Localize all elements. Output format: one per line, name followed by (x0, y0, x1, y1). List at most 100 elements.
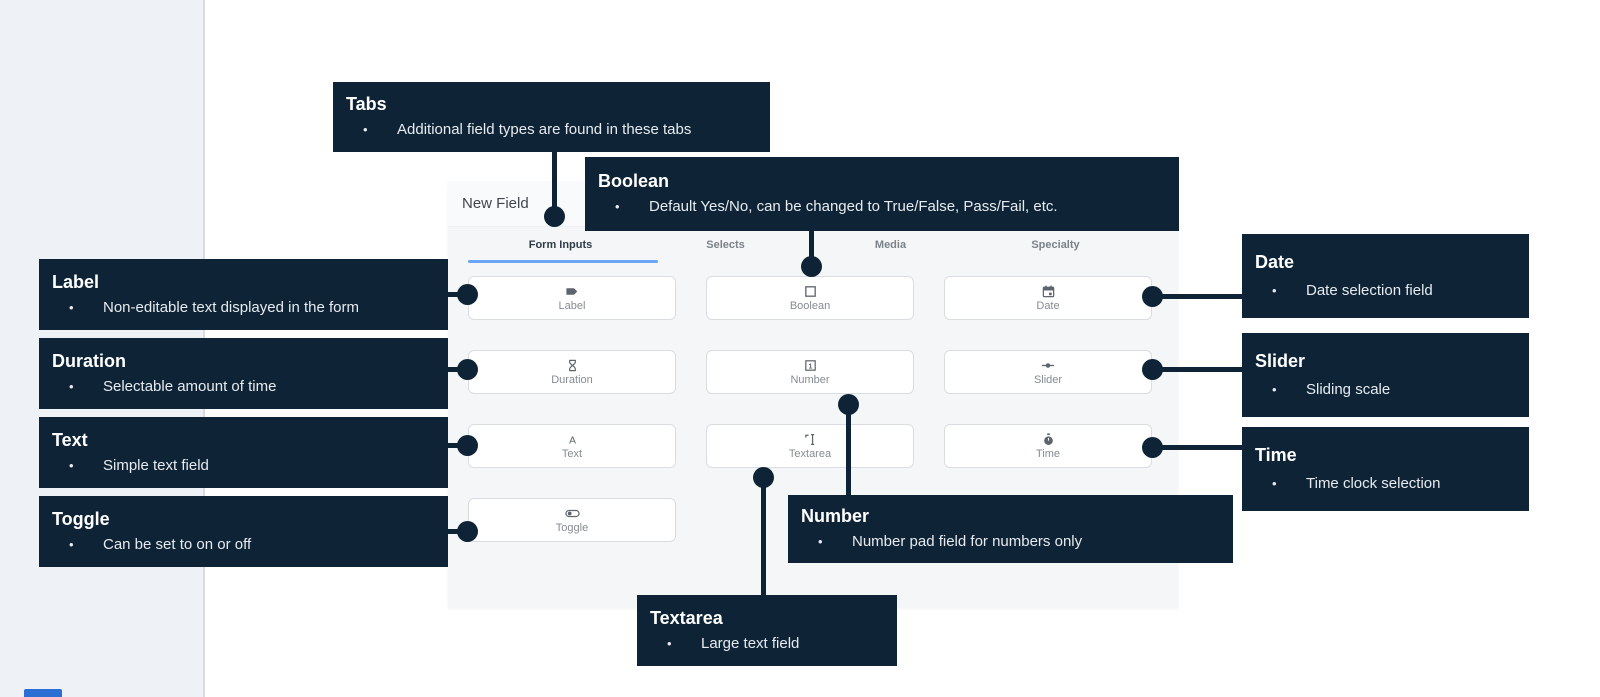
callout-bullet: • Number pad field for numbers only (801, 533, 1223, 550)
callout-bullet-text: Selectable amount of time (103, 377, 277, 395)
tab-selects[interactable]: Selects (706, 239, 745, 251)
callout-date: Date • Date selection field (1242, 234, 1529, 318)
connector-dot-slider (1142, 359, 1163, 380)
callout-bullet-text: Sliding scale (1306, 380, 1391, 398)
callout-bullet-text: Time clock selection (1306, 474, 1441, 492)
tag-icon (565, 284, 580, 299)
callout-number: Number • Number pad field for numbers onl… (788, 495, 1233, 563)
connector-line-date (1152, 294, 1244, 299)
connector-line-tabs (552, 150, 557, 217)
field-type-name: Number (790, 374, 830, 386)
field-type-name: Label (558, 300, 586, 312)
callout-title: Tabs (346, 94, 387, 114)
callout-bullet-text: Non-editable text displayed in the form (103, 298, 359, 316)
field-type-label[interactable]: Label (468, 276, 676, 320)
tab-form-inputs[interactable]: Form Inputs (528, 239, 593, 251)
number-one-box-icon: 1 (803, 358, 818, 373)
hourglass-icon (565, 358, 580, 373)
tabs-row: Form Inputs Selects Media Specialty (448, 226, 1178, 264)
field-type-slider[interactable]: Slider (944, 350, 1152, 394)
field-type-name: Date (1036, 300, 1060, 312)
callout-bullet-text: Number pad field for numbers only (852, 533, 1083, 550)
active-tab-underline (468, 260, 658, 263)
connector-dot-duration (457, 359, 478, 380)
bullet-dot: • (667, 635, 672, 651)
svg-text:1: 1 (808, 363, 812, 370)
connector-dot-text (457, 435, 478, 456)
connector-line-time (1152, 445, 1244, 450)
letter-a-icon: A (565, 432, 580, 447)
tab-specialty[interactable]: Specialty (1031, 239, 1080, 251)
bullet-dot: • (1272, 381, 1277, 397)
callout-tabs: Tabs • Additional field types are found i… (333, 82, 770, 152)
callout-title: Date (1255, 251, 1295, 272)
field-type-toggle[interactable]: Toggle (468, 498, 676, 542)
connector-line-textarea (761, 473, 766, 597)
callout-bullet-text: Date selection field (1306, 281, 1433, 299)
callout-text: Text • Simple text field (39, 417, 448, 488)
callout-bullet: • Selectable amount of time (52, 378, 438, 395)
connector-line-slider (1152, 367, 1244, 372)
connector-line-number (846, 400, 851, 497)
field-type-textarea[interactable]: Textarea (706, 424, 914, 468)
field-type-text[interactable]: A Text (468, 424, 676, 468)
calendar-icon (1041, 284, 1056, 299)
stopwatch-icon (1041, 432, 1056, 447)
connector-dot-boolean (801, 256, 822, 277)
bullet-dot: • (1272, 475, 1277, 491)
field-type-name: Textarea (788, 448, 832, 460)
field-type-name: Time (1035, 448, 1061, 460)
callout-boolean: Boolean •Default Yes/No, can be changed … (585, 157, 1179, 231)
field-type-time[interactable]: Time (944, 424, 1152, 468)
field-type-name: Text (561, 448, 583, 460)
callout-textarea: Textarea •Large text field (637, 595, 897, 666)
callout-slider: Slider • Sliding scale (1242, 333, 1529, 417)
bullet-dot: • (69, 299, 74, 315)
partial-blue-element[interactable] (24, 689, 62, 697)
connector-dot-tabs (544, 206, 565, 227)
field-type-name: Slider (1033, 374, 1063, 386)
callout-title: Boolean (598, 171, 670, 191)
callout-title: Slider (1255, 350, 1306, 371)
connector-dot-date (1142, 286, 1163, 307)
callout-bullet: • Additional field types are found in the… (346, 121, 760, 138)
connector-dot-toggle (457, 521, 478, 542)
field-type-name: Toggle (555, 522, 589, 534)
callout-title: Text (52, 429, 88, 450)
field-type-duration[interactable]: Duration (468, 350, 676, 394)
callout-bullet-text: Large text field (701, 634, 800, 652)
callout-title: Time (1255, 444, 1297, 465)
callout-title: Toggle (52, 508, 110, 529)
callout-duration: Duration •Selectable amount of time (39, 338, 448, 409)
tab-media[interactable]: Media (874, 239, 907, 251)
callout-bullet: • Date selection field (1255, 282, 1519, 299)
bullet-dot: • (69, 457, 74, 473)
field-type-date[interactable]: Date (944, 276, 1152, 320)
callout-title: Number (801, 506, 870, 526)
bullet-dot: • (363, 122, 368, 137)
callout-bullet: • Large text field (650, 635, 887, 652)
callout-toggle: Toggle •Can be set to on or off (39, 496, 448, 567)
toggle-switch-icon (564, 506, 581, 521)
callout-bullet-text: Simple text field (103, 456, 209, 474)
bullet-dot: • (69, 378, 74, 394)
callout-bullet: • Sliding scale (1255, 381, 1519, 398)
bullet-dot: • (69, 536, 74, 552)
callout-bullet: •Can be set to on or off (52, 536, 438, 553)
bullet-dot: • (1272, 282, 1277, 298)
field-type-number[interactable]: 1 Number (706, 350, 914, 394)
callout-bullet-text: Additional field types are found in thes… (397, 121, 692, 138)
panel-title: New Field (462, 195, 529, 212)
text-cursor-icon (803, 432, 818, 447)
callout-label: Label •Non-editable text displayed in th… (39, 259, 448, 330)
field-type-name: Boolean (789, 300, 831, 312)
field-type-boolean[interactable]: Boolean (706, 276, 914, 320)
callout-bullet-text: Default Yes/No, can be changed to True/F… (649, 198, 1058, 215)
checkbox-outline-icon (803, 284, 818, 299)
bullet-dot: • (818, 534, 823, 549)
callout-bullet: •Default Yes/No, can be changed to True/… (598, 198, 1169, 215)
connector-line-boolean (809, 229, 814, 267)
callout-bullet: • Simple text field (52, 457, 438, 474)
svg-text:A: A (569, 435, 576, 446)
